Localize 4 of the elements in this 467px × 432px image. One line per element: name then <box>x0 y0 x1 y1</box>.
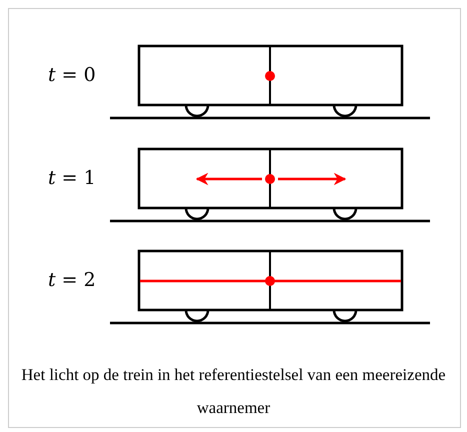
time-label: t = 2 <box>48 268 96 292</box>
caption: Het licht op de trein in het referentiestelsel van een meereizende waarnemer <box>20 364 447 419</box>
time-label: t = 1 <box>48 166 96 190</box>
time-label: t = 0 <box>48 63 96 87</box>
